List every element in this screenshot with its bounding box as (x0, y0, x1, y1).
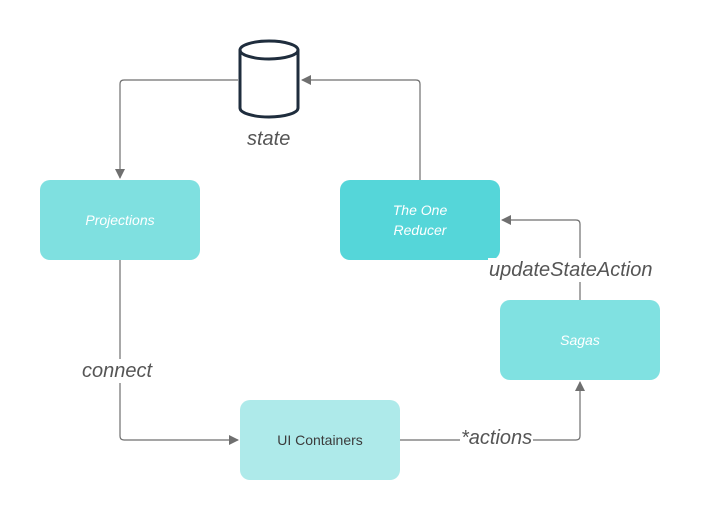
actions-edge-label: *actions (460, 426, 534, 450)
sagas-node: Sagas (500, 300, 660, 380)
projections-label: Projections (85, 212, 155, 228)
sagas-label: Sagas (560, 332, 600, 348)
edge-state-to-projections (115, 79, 238, 179)
edge-ui-to-sagas (400, 381, 585, 441)
projections-node: Projections (40, 180, 200, 260)
ui-containers-label: UI Containers (277, 432, 363, 448)
reducer-node: The One Reducer (340, 180, 500, 260)
edge-reducer-to-state (301, 75, 421, 180)
connect-edge-label: connect (81, 359, 154, 383)
database-icon (238, 39, 300, 119)
update-state-action-edge-label: updateStateAction (488, 258, 654, 282)
reducer-label: The One Reducer (392, 202, 448, 238)
edge-projections-to-ui (119, 260, 239, 445)
ui-containers-node: UI Containers (240, 400, 400, 480)
state-label: state (246, 127, 292, 151)
edge-sagas-to-reducer (501, 215, 581, 300)
